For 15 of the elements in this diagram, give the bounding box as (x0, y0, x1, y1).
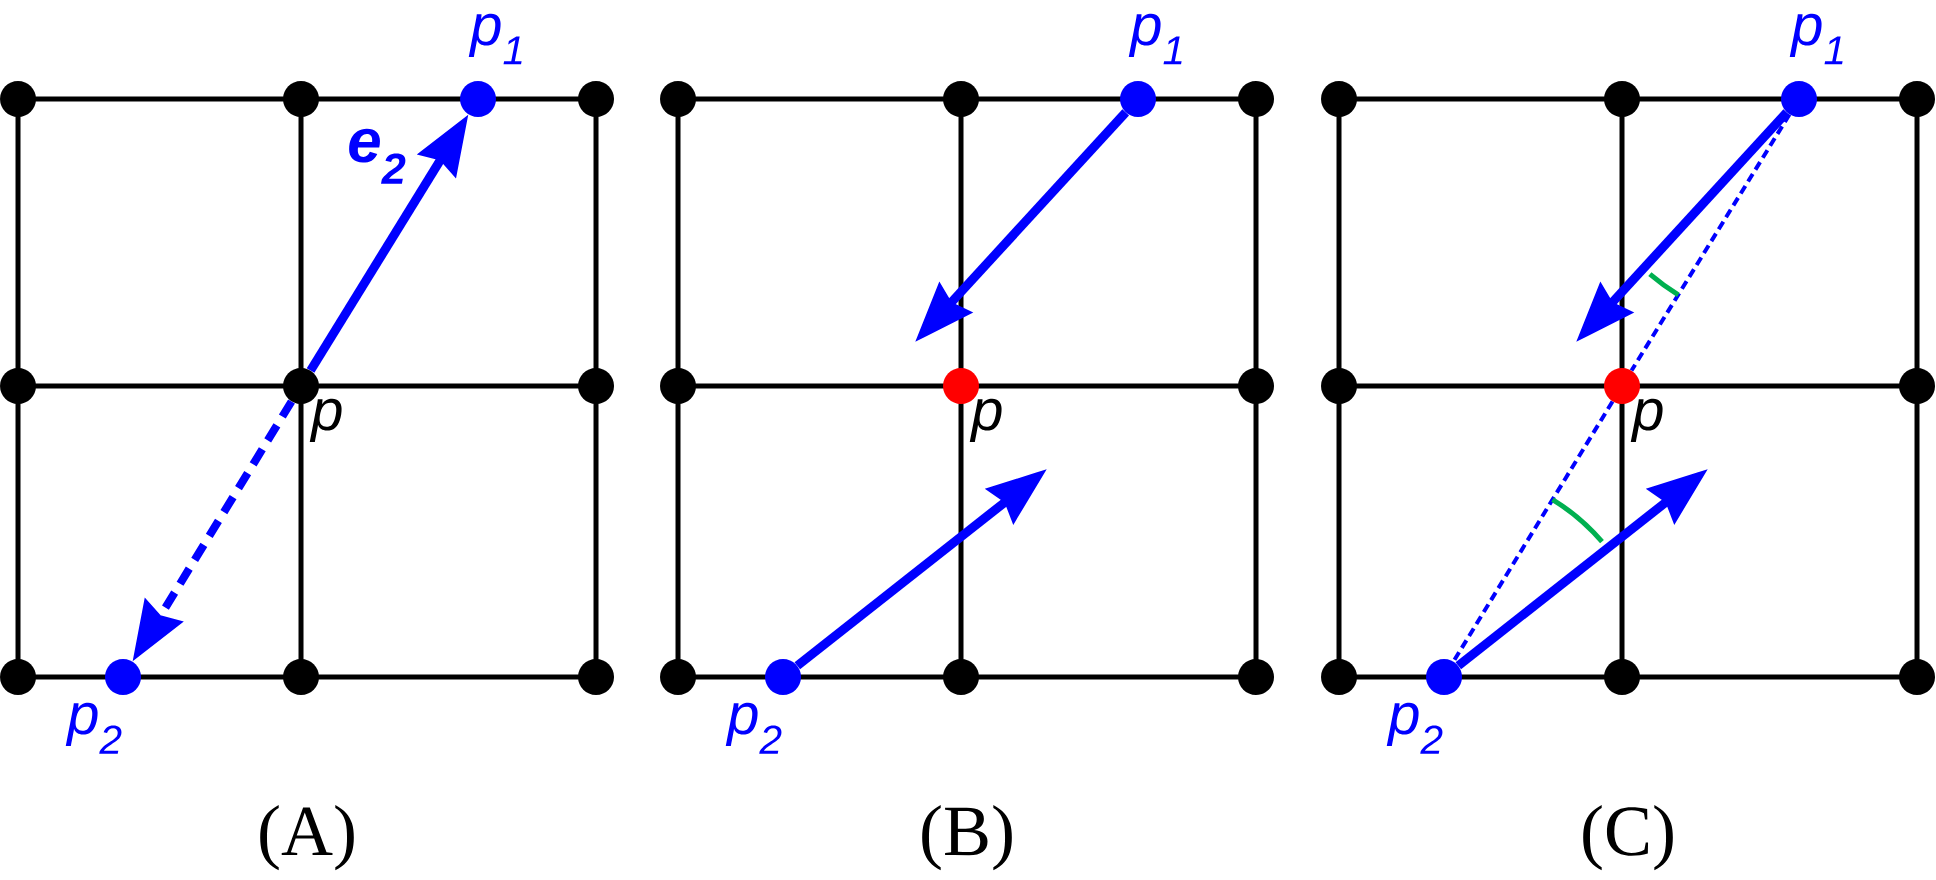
point-label: p$_{1}$ (468, 13, 522, 65)
point-label: p (1630, 398, 1663, 442)
dashed-line (1629, 113, 1792, 372)
point-label: p$_{1}$ (1789, 13, 1843, 65)
point-label: p$_{2}$ (65, 702, 122, 754)
point-label: p$_{1}$ (1128, 13, 1182, 65)
panel-caption: (C) (1583, 805, 1673, 871)
point-label: p (969, 398, 1002, 442)
point-label: p$_{2}$ (725, 702, 782, 754)
panel-caption: (B) (922, 805, 1012, 871)
edge-label: e$_{2}$ (349, 128, 406, 184)
panel-caption: (A) (260, 805, 354, 871)
point-label: p (309, 398, 342, 442)
dashed-line (1451, 400, 1615, 663)
point-label: p$_{2}$ (1386, 702, 1443, 754)
